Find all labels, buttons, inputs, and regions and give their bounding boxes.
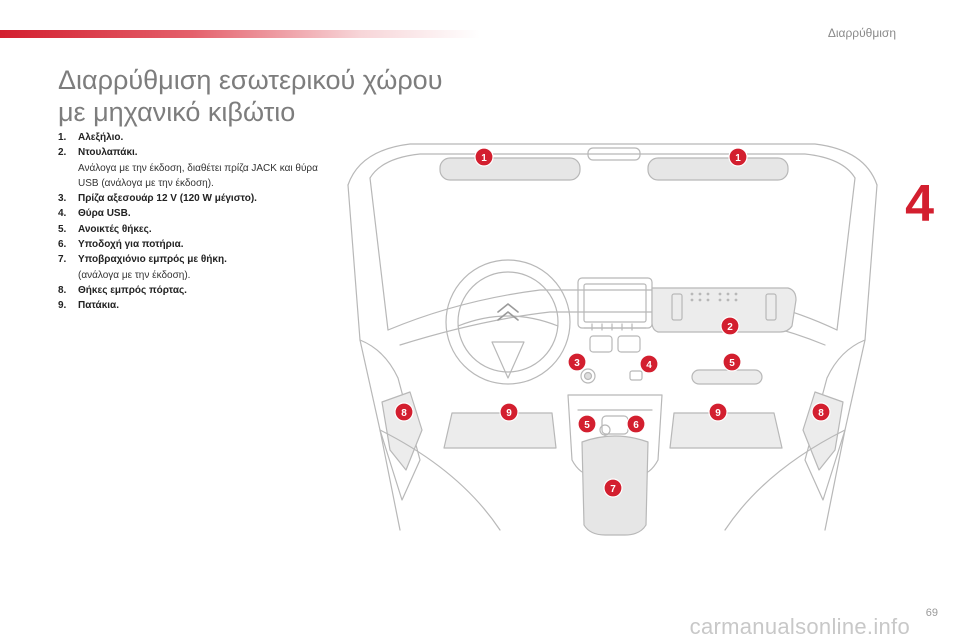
- screen-buttons: [583, 323, 647, 331]
- sun-visor-left: [439, 157, 581, 181]
- item-label: Υποβραχιόνιο εμπρός με θήκη.: [78, 254, 227, 266]
- steering-wheel: [445, 259, 571, 385]
- svg-text:9: 9: [715, 408, 721, 419]
- item-note: (ανάλογα με την έκδοση).: [78, 269, 191, 281]
- svg-text:5: 5: [584, 420, 590, 431]
- page-title-line-1: Διαρρύθμιση εσωτερικού χώρου: [58, 65, 443, 95]
- svg-text:7: 7: [610, 484, 616, 495]
- glovebox: [651, 287, 797, 333]
- windscreen-frame: [347, 143, 878, 186]
- right-pillar: [824, 184, 878, 531]
- callout-1a: 1: [474, 147, 494, 167]
- rear-view-mirror: [587, 147, 641, 161]
- list-item: 8.Θήκες εμπρός πόρτας.: [58, 284, 187, 296]
- svg-text:1: 1: [481, 153, 487, 164]
- callout-6: 6: [626, 414, 646, 434]
- floor-mat-left: [443, 412, 557, 449]
- svg-text:5: 5: [729, 358, 735, 369]
- left-pillar: [347, 184, 401, 531]
- callout-9b: 9: [708, 402, 728, 422]
- logo-chevrons: [497, 303, 519, 321]
- callout-3: 3: [567, 352, 587, 372]
- usb-port: [629, 370, 643, 381]
- svg-text:8: 8: [818, 408, 824, 419]
- page-number: 69: [925, 607, 938, 619]
- item-label: Θύρα USB.: [78, 208, 131, 220]
- svg-text:4: 4: [646, 360, 652, 371]
- svg-text:9: 9: [506, 408, 512, 419]
- callout-9a: 9: [499, 402, 519, 422]
- section-label: Διαρρύθμιση: [827, 26, 896, 40]
- item-note: Ανάλογα με την έκδοση, διαθέτει πρίζα JA…: [78, 162, 318, 189]
- right-door: [804, 339, 866, 501]
- svg-text:6: 6: [633, 420, 639, 431]
- callout-7: 7: [603, 478, 623, 498]
- callout-4: 4: [639, 354, 659, 374]
- glovebox-dots: [690, 292, 738, 302]
- page-title: Διαρρύθμιση εσωτερικού χώρου με μηχανικό…: [58, 64, 442, 128]
- list-item: 9.Πατάκια.: [58, 300, 119, 312]
- list-item: 4.Θύρα USB.: [58, 208, 131, 220]
- list-item: 7.Υποβραχιόνιο εμπρός με θήκη.(ανάλογα μ…: [58, 252, 328, 283]
- floor-mat-right: [669, 412, 783, 449]
- dash-open-storage: [691, 369, 763, 385]
- header-accent-bar: [0, 30, 480, 38]
- center-vent-left: [589, 335, 613, 353]
- sun-visor-right: [647, 157, 789, 181]
- legend-list: 1.Αλεξήλιο. 2.Ντουλαπάκι.Ανάλογα με την …: [58, 130, 328, 314]
- item-label: Υποδοχή για ποτήρια.: [78, 239, 184, 251]
- watermark: carmanualsonline.info: [689, 614, 910, 639]
- item-label: Αλεξήλιο.: [78, 132, 124, 143]
- left-door: [359, 339, 421, 501]
- callout-5b: 5: [577, 414, 597, 434]
- callout-1b: 1: [728, 147, 748, 167]
- svg-text:8: 8: [401, 408, 407, 419]
- item-label: Πατάκια.: [78, 300, 119, 312]
- callout-8b: 8: [811, 402, 831, 422]
- list-item: 6.Υποδοχή για ποτήρια.: [58, 239, 184, 251]
- central-touchscreen: [577, 277, 653, 329]
- item-label: Θήκες εμπρός πόρτας.: [78, 284, 187, 296]
- item-label: Πρίζα αξεσουάρ 12 V (120 W μέγιστο).: [78, 193, 257, 205]
- page-title-line-2: με μηχανικό κιβώτιο: [58, 97, 296, 127]
- list-item: 2.Ντουλαπάκι.Ανάλογα με την έκδοση, διαθ…: [58, 145, 328, 191]
- callout-5a: 5: [722, 352, 742, 372]
- accessory-socket-12v: [580, 368, 596, 384]
- list-item: 3.Πρίζα αξεσουάρ 12 V (120 W μέγιστο).: [58, 193, 257, 205]
- interior-diagram: 1 1 2 3 4 5 5 6 7 8 8 9 9: [347, 143, 878, 536]
- svg-text:2: 2: [727, 322, 733, 333]
- list-item: 1.Αλεξήλιο.: [58, 132, 124, 143]
- center-vent-right: [617, 335, 641, 353]
- item-label: Ανοικτές θήκες.: [78, 223, 152, 235]
- item-label: Ντουλαπάκι.: [78, 147, 138, 159]
- callout-2: 2: [720, 316, 740, 336]
- svg-text:1: 1: [735, 153, 741, 164]
- callout-8a: 8: [394, 402, 414, 422]
- svg-text:3: 3: [574, 358, 580, 369]
- sun-visors: [439, 157, 789, 181]
- chapter-number: 4: [905, 175, 934, 233]
- list-item: 5.Ανοικτές θήκες.: [58, 223, 152, 235]
